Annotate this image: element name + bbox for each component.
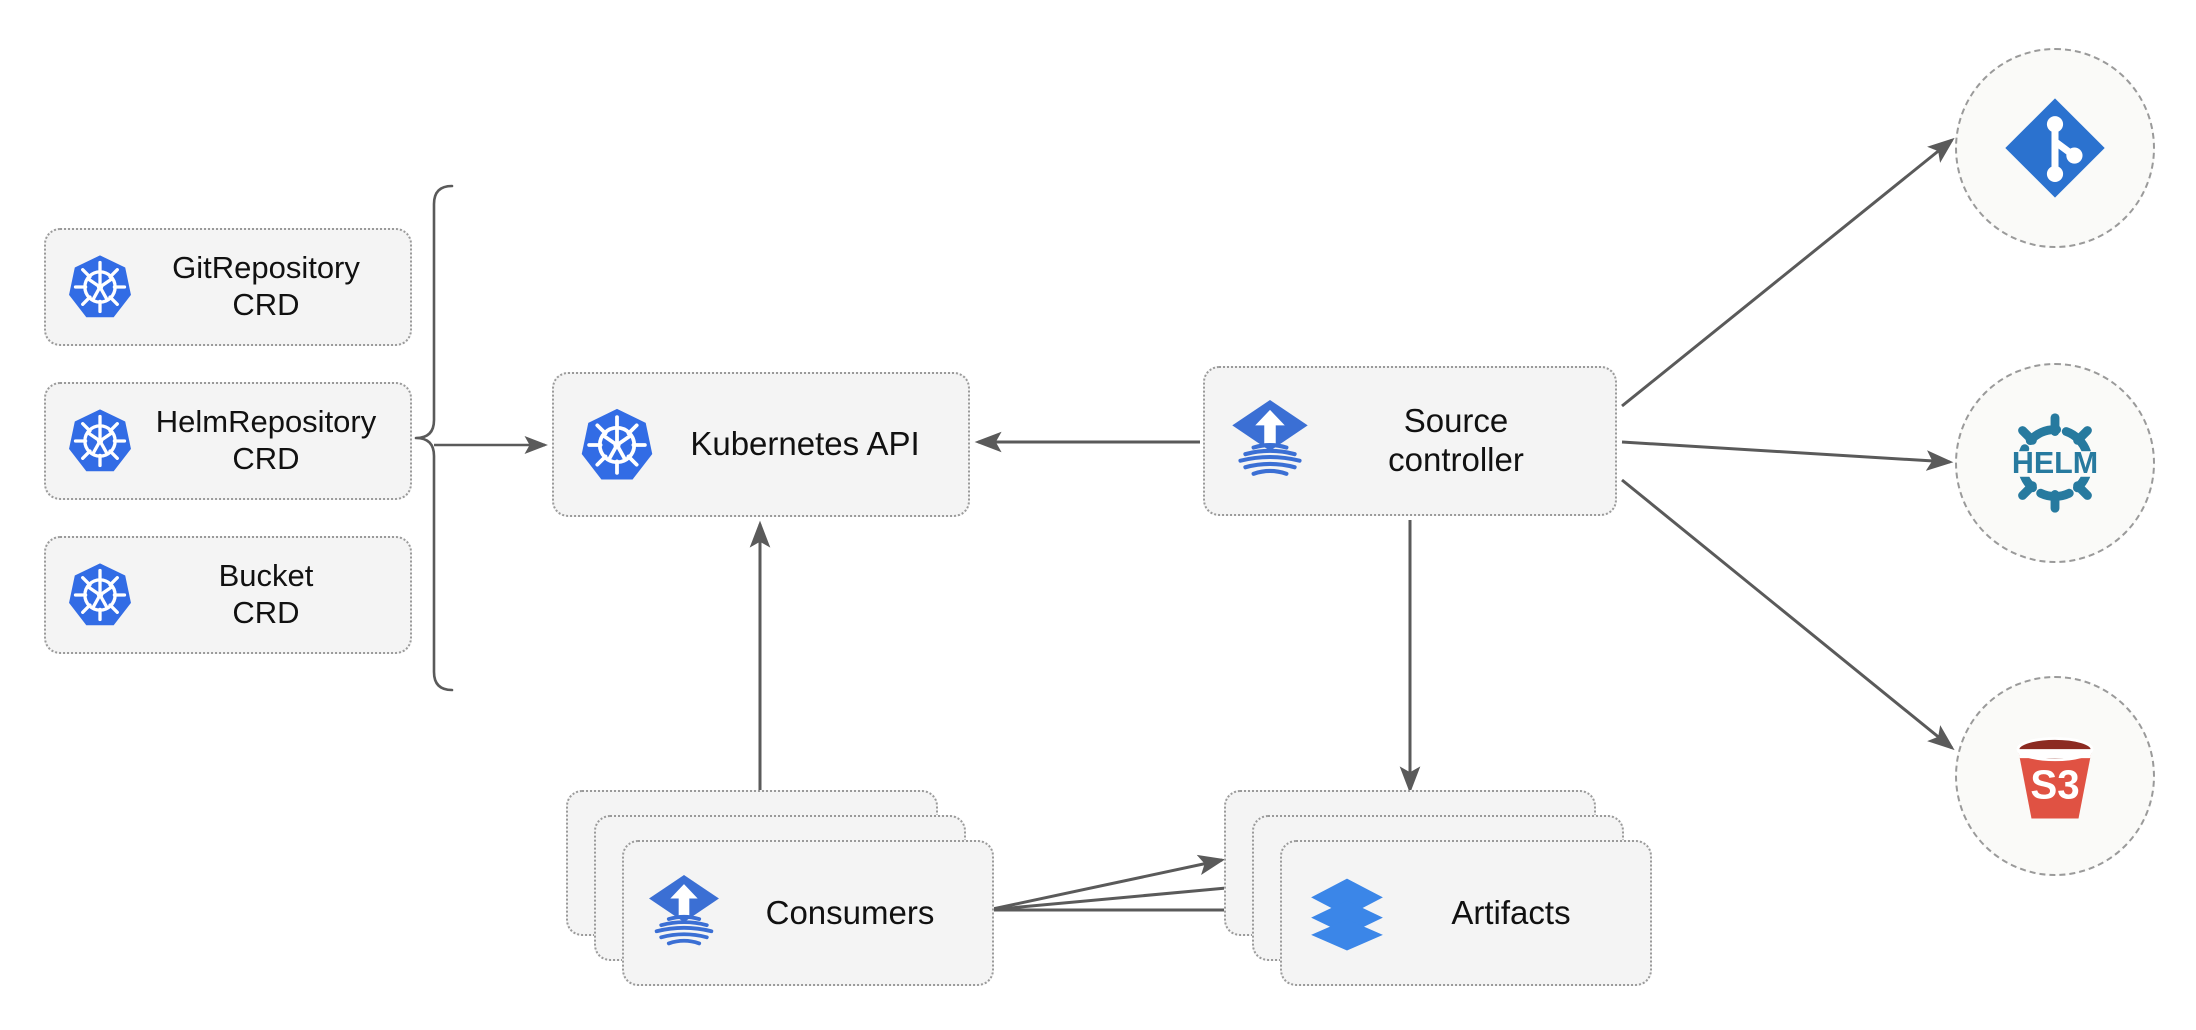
edge-source-to-git [1621, 137, 1955, 408]
kubernetes-icon [69, 255, 131, 318]
node-label: Consumers [765, 893, 935, 931]
node-s3-provider[interactable]: S3 [1955, 676, 2155, 876]
edge-consumers-to-artifacts-2 [987, 877, 1252, 912]
helm-icon: HELM [2012, 413, 2098, 513]
node-consumers[interactable]: Consumers [566, 790, 994, 986]
stack-sheet-front[interactable]: Artifacts [1280, 840, 1652, 986]
flux-icon [649, 875, 719, 946]
node-bucket-crd[interactable]: Bucket CRD [44, 536, 412, 654]
node-label: Bucket CRD [218, 558, 314, 630]
node-label: Kubernetes API [690, 425, 920, 463]
node-artifacts[interactable]: Artifacts [1224, 790, 1652, 986]
kubernetes-icon [69, 409, 131, 472]
node-git-provider[interactable] [1955, 48, 2155, 248]
node-label: GitRepository CRD [172, 250, 360, 322]
kubernetes-icon [581, 408, 653, 479]
stack-sheet-front[interactable]: Consumers [622, 840, 994, 986]
node-label: HelmRepository CRD [155, 404, 377, 476]
helm-label: HELM [2012, 446, 2098, 480]
edge-source-to-s3 [1621, 478, 1955, 751]
edge-source-to-helm [1621, 440, 1954, 471]
crd-group-brace [414, 184, 454, 692]
node-source-controller[interactable]: Source controller [1203, 366, 1617, 516]
edge-consumers-to-artifacts-1 [987, 854, 1226, 912]
node-label: Source controller [1388, 402, 1524, 478]
s3-bucket-icon: S3 [2016, 737, 2094, 819]
s3-label: S3 [2030, 761, 2079, 807]
flux-icon [1232, 400, 1308, 476]
git-icon [2005, 98, 2105, 198]
node-helmrepository-crd[interactable]: HelmRepository CRD [44, 382, 412, 500]
node-gitrepository-crd[interactable]: GitRepository CRD [44, 228, 412, 346]
kubernetes-icon [69, 563, 131, 626]
node-label: Artifacts [1451, 893, 1571, 931]
layers-icon [1311, 878, 1383, 951]
node-helm-provider[interactable]: HELM [1955, 363, 2155, 563]
node-kubernetes-api[interactable]: Kubernetes API [552, 372, 970, 517]
